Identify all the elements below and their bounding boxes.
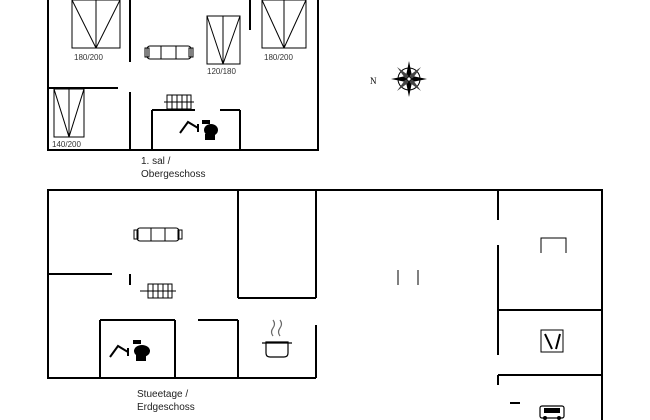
shower-icon	[109, 344, 129, 358]
cooking-pot-icon	[262, 319, 292, 358]
stairs-icon	[164, 94, 194, 110]
double-bed-icon	[71, 0, 121, 49]
bed-size-label: 140/200	[52, 140, 81, 149]
upper-floor-caption-line2: Obergeschoss	[141, 169, 206, 180]
ground-floor-caption: Stueetage / Erdgeschoss	[137, 388, 195, 414]
upper-floor-caption: 1. sal / Obergeschoss	[141, 155, 205, 181]
compass-rose-icon	[391, 61, 427, 97]
sofa-icon	[144, 45, 194, 60]
double-bed-icon	[261, 0, 307, 49]
carport-car-icon	[539, 405, 565, 420]
bed-size-label: 120/180	[207, 67, 236, 76]
ground-floor-walls	[47, 189, 603, 420]
shower-icon	[179, 120, 199, 134]
ground-floor-caption-line1: Stueetage /	[137, 389, 189, 400]
toilet-icon	[202, 120, 218, 140]
single-bed-icon	[53, 88, 85, 138]
utility-icon	[540, 329, 564, 353]
upper-floor-caption-line1: 1. sal /	[141, 156, 171, 167]
bed-size-label: 180/200	[74, 53, 103, 62]
stairs-icon	[140, 283, 176, 299]
toilet-icon	[133, 340, 150, 361]
single-bed-icon	[206, 15, 241, 65]
upper-floor-walls	[47, 0, 319, 151]
wardrobe-icon	[540, 237, 567, 253]
sofa-icon	[133, 227, 183, 242]
bed-size-label: 180/200	[264, 53, 293, 62]
ground-floor-caption-line2: Erdgeschoss	[137, 402, 195, 413]
north-label: N	[370, 76, 377, 86]
